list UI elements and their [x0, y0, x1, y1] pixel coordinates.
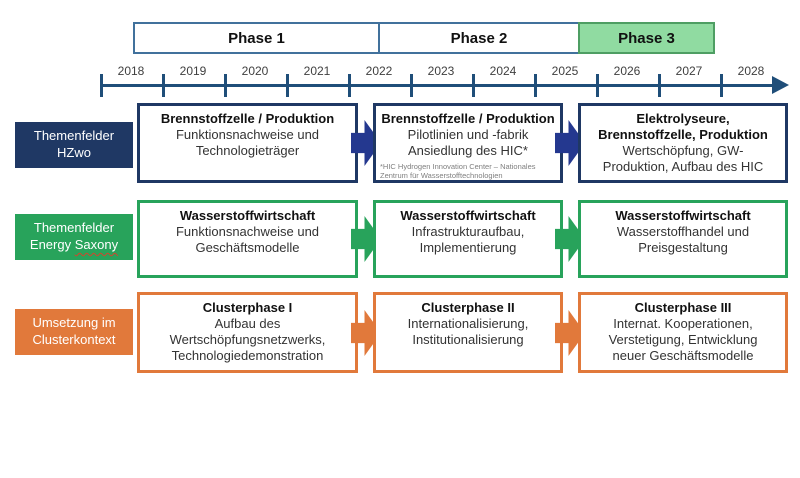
box-title: Clusterphase II — [421, 300, 515, 315]
box-clusterphase-3: Clusterphase III Internat. Kooperationen… — [578, 292, 788, 373]
box-body: Wasserstoffhandel und Preisgestaltung — [616, 223, 750, 256]
row-label-umsetzung-im-clusterkontext: Umsetzung im Clusterkontext — [15, 309, 133, 355]
year-label: 2019 — [179, 64, 207, 78]
box-energysaxony-phase1: Wasserstoffwirtschaft Funktionsnachweise… — [137, 200, 358, 278]
box-body: Wertschöpfung, GW- Produktion, Aufbau de… — [602, 142, 764, 174]
box-hzwo-phase3: Elektrolyseure, Brennstoffzelle, Produkt… — [578, 103, 788, 183]
year-label: 2023 — [427, 64, 455, 78]
box-title: Wasserstoffwirtschaft — [615, 208, 751, 223]
phase-3-label: Phase 3 — [618, 29, 675, 47]
phase-2-label: Phase 2 — [450, 29, 508, 47]
box-title: Clusterphase I — [202, 300, 293, 315]
phase-2-segment: Phase 2 — [378, 22, 580, 54]
year-label: 2026 — [613, 64, 641, 78]
timeline-tick — [348, 74, 351, 97]
year-label: 2018 — [117, 64, 145, 78]
year-label: 2024 — [489, 64, 517, 78]
box-body: Aufbau des Wertschöpfungsnetzwerks, Tech… — [169, 315, 326, 364]
box-body: Funktionsnachweise und Technologieträger — [175, 126, 320, 159]
box-body: Funktionsnachweise und Geschäftsmodelle — [175, 223, 320, 256]
row-label-line: Umsetzung im — [32, 315, 116, 331]
year-label: 2028 — [737, 64, 765, 78]
box-title: Wasserstoffwirtschaft — [179, 208, 316, 223]
row-label-line: Clusterkontext — [32, 332, 116, 347]
box-body: Internationalisierung, Institutionalisie… — [407, 315, 529, 348]
hic-footnote: *HIC Hydrogen Innovation Center – Nation… — [380, 162, 536, 181]
box-title: Brennstoffzelle / Produktion — [381, 111, 555, 126]
year-label: 2027 — [675, 64, 703, 78]
phase-1-segment: Phase 1 — [133, 22, 380, 54]
box-title: Clusterphase III — [634, 300, 732, 315]
timeline-arrowhead-icon — [772, 76, 789, 94]
timeline-tick — [658, 74, 661, 97]
row-label-line: Themenfelder — [33, 220, 115, 236]
box-hzwo-phase2: Brennstoffzelle / Produktion Pilotlinien… — [373, 103, 563, 183]
phase-3-segment: Phase 3 — [578, 22, 715, 54]
row-label-themenfelder-hzwo: Themenfelder HZwo — [15, 122, 133, 168]
box-clusterphase-2: Clusterphase II Internationalisierung, I… — [373, 292, 563, 373]
row-label-line: HZwo — [57, 145, 91, 160]
box-title: Wasserstoffwirtschaft — [400, 208, 536, 223]
spellcheck-underlined-word: Saxony — [74, 237, 119, 252]
row-label-themenfelder-energy-saxony: Themenfelder Energy Saxony — [15, 214, 133, 260]
timeline-tick — [472, 74, 475, 97]
row-label-line: Energy Saxony — [30, 237, 118, 254]
year-label: 2022 — [365, 64, 393, 78]
timeline-tick — [162, 74, 165, 97]
timeline-tick — [100, 74, 103, 97]
timeline-tick — [224, 74, 227, 97]
row-label-line: Themenfelder — [33, 128, 115, 144]
box-energysaxony-phase2: Wasserstoffwirtschaft Infrastrukturaufba… — [373, 200, 563, 278]
box-title: Brennstoffzelle / Produktion — [160, 111, 335, 126]
year-label: 2021 — [303, 64, 331, 78]
timeline-tick — [596, 74, 599, 97]
box-clusterphase-1: Clusterphase I Aufbau des Wertschöpfungs… — [137, 292, 358, 373]
year-label: 2025 — [551, 64, 579, 78]
row-label-word: Energy — [29, 237, 75, 252]
timeline-tick — [534, 74, 537, 97]
year-label: 2020 — [241, 64, 269, 78]
box-body: Infrastrukturaufbau, Implementierung — [411, 223, 525, 256]
box-body: Pilotlinien und -fabrik Ansiedlung des H… — [407, 126, 529, 159]
box-energysaxony-phase3: Wasserstoffwirtschaft Wasserstoffhandel … — [578, 200, 788, 278]
box-hzwo-phase1: Brennstoffzelle / Produktion Funktionsna… — [137, 103, 358, 183]
box-body: Internat. Kooperationen, Verstetigung, E… — [608, 315, 758, 364]
phase-1-label: Phase 1 — [228, 29, 285, 47]
timeline-axis-line — [100, 84, 775, 87]
timeline-tick — [410, 74, 413, 97]
timeline-tick — [286, 74, 289, 97]
box-title: Elektrolyseure, Brennstoffzelle, Produkt… — [598, 111, 768, 142]
timeline-tick — [720, 74, 723, 97]
